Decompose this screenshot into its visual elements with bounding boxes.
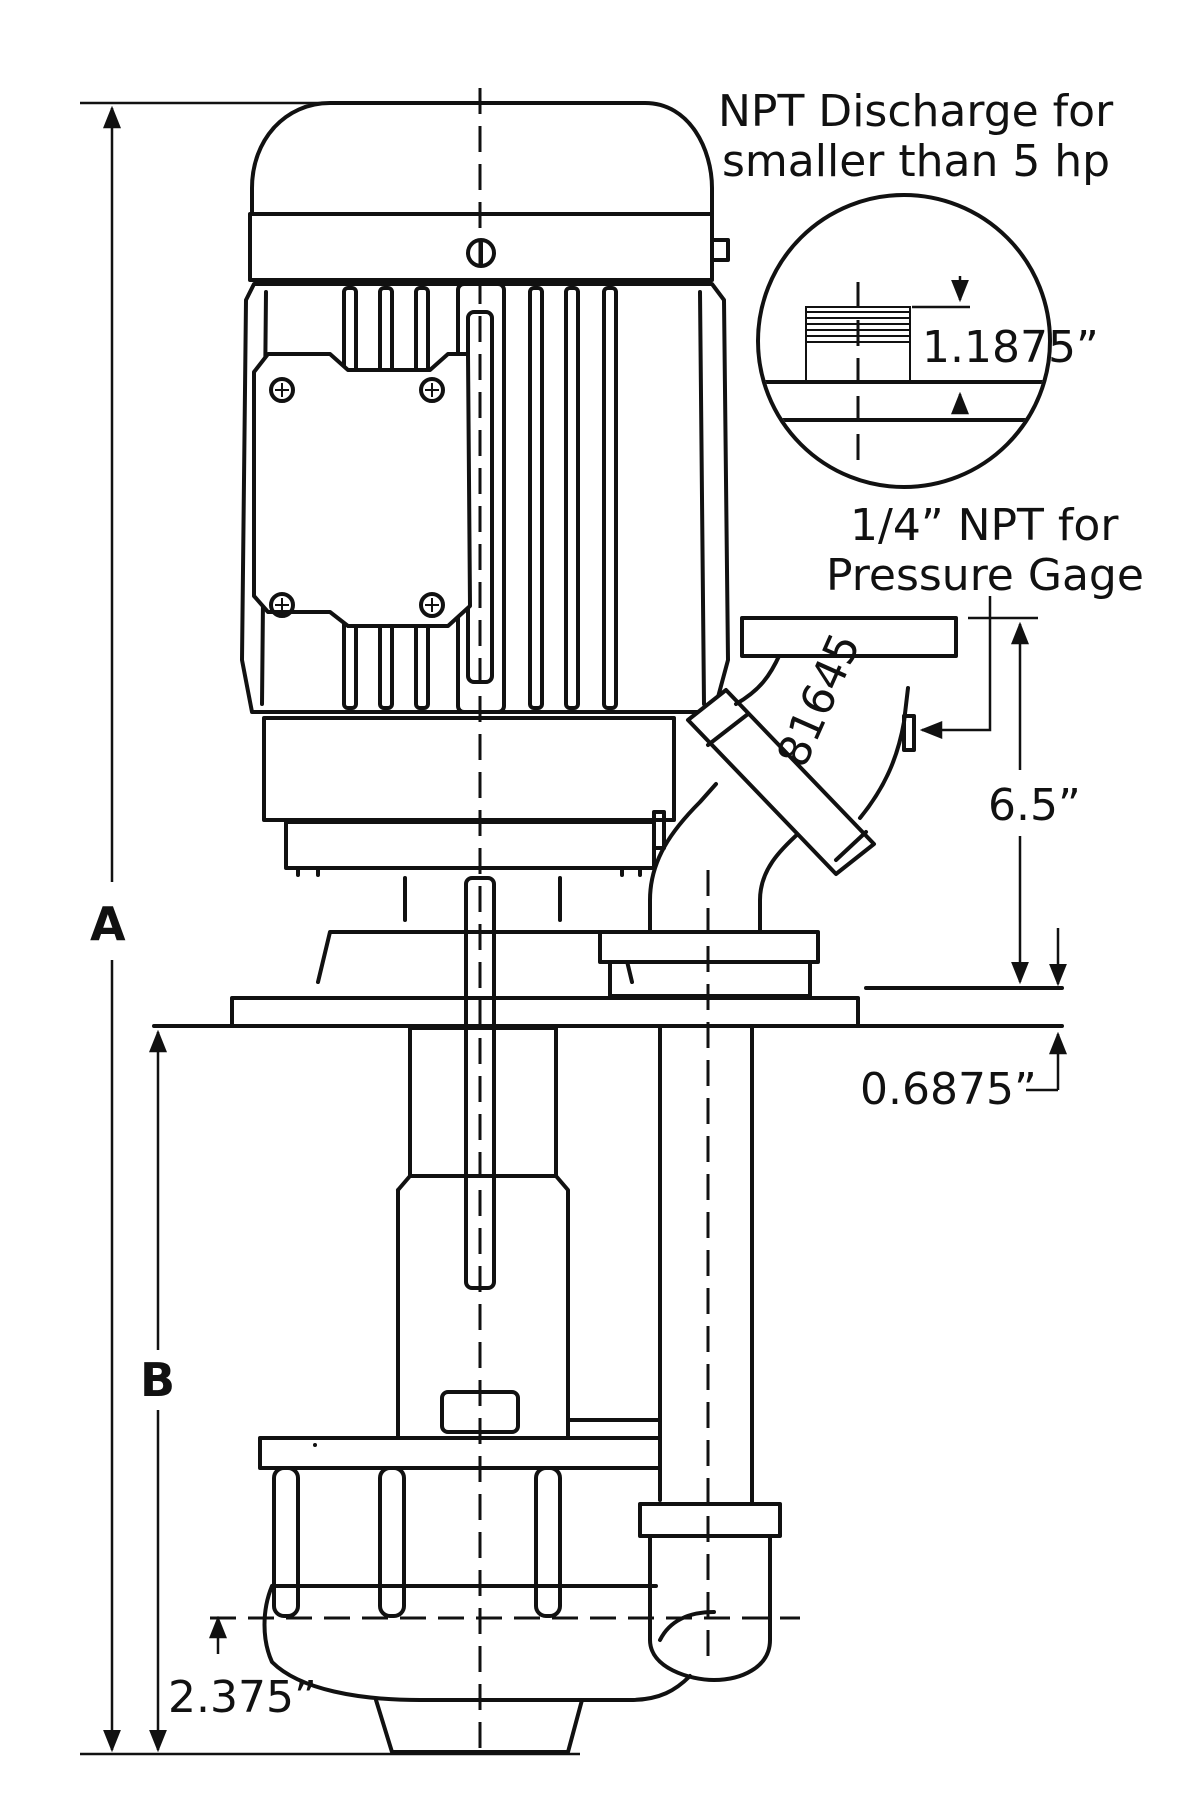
pressure-gage-leader [919, 596, 992, 739]
discharge-connector [638, 1502, 782, 1538]
dim-0-6875: 0.6875” [860, 1064, 1037, 1115]
discharge-flange [740, 616, 958, 658]
bearing-housing [396, 1174, 570, 1440]
pedestal [316, 930, 634, 984]
dim-a-label: A [90, 897, 126, 951]
terminal-screw [710, 238, 730, 262]
callouts: NPT Discharge for smaller than 5 hp 1/4”… [718, 86, 1144, 601]
terminal-box-screws [269, 377, 445, 618]
dim-1-1875: 1.1875” [922, 322, 1099, 373]
motor-fan-cover [250, 101, 714, 216]
centerlines [210, 88, 800, 1754]
detail-circle [756, 193, 1052, 489]
pressure-gage-note-line1: 1/4” NPT for [850, 500, 1119, 551]
dim-6-5: 6.5” [988, 780, 1081, 831]
upper-shaft-column [403, 876, 562, 922]
motor-shaft [464, 876, 496, 1290]
discharge-riser [658, 1026, 754, 1506]
motor-adapter [262, 716, 676, 822]
pump-legs [272, 1466, 562, 1618]
elbow-flange [686, 688, 876, 876]
casing-flange [258, 1436, 662, 1470]
mounting-plate [152, 986, 1064, 1028]
npt-discharge-note-line1: NPT Discharge for [718, 86, 1114, 137]
volute-casing [262, 1584, 692, 1702]
shaft-column [408, 1026, 558, 1178]
pump-column [258, 1026, 782, 1754]
mounting-flange [284, 820, 656, 870]
npt-discharge-note-line2: smaller than 5 hp [722, 136, 1110, 187]
dim-2-375: 2.375” [168, 1672, 317, 1723]
motor [240, 101, 730, 984]
pressure-gage-note-line2: Pressure Gage [826, 550, 1144, 601]
terminal-box [252, 352, 472, 628]
npt-detail-view: 1.1875” [756, 193, 1099, 489]
discharge-elbow: 81645 [598, 616, 958, 998]
dimensions: A B 2.375” 6.5” 0.6875” [80, 101, 1081, 1756]
suction-inlet [374, 1698, 584, 1754]
dim-b-label: B [140, 1353, 175, 1407]
gauge-port-boss [902, 714, 916, 752]
